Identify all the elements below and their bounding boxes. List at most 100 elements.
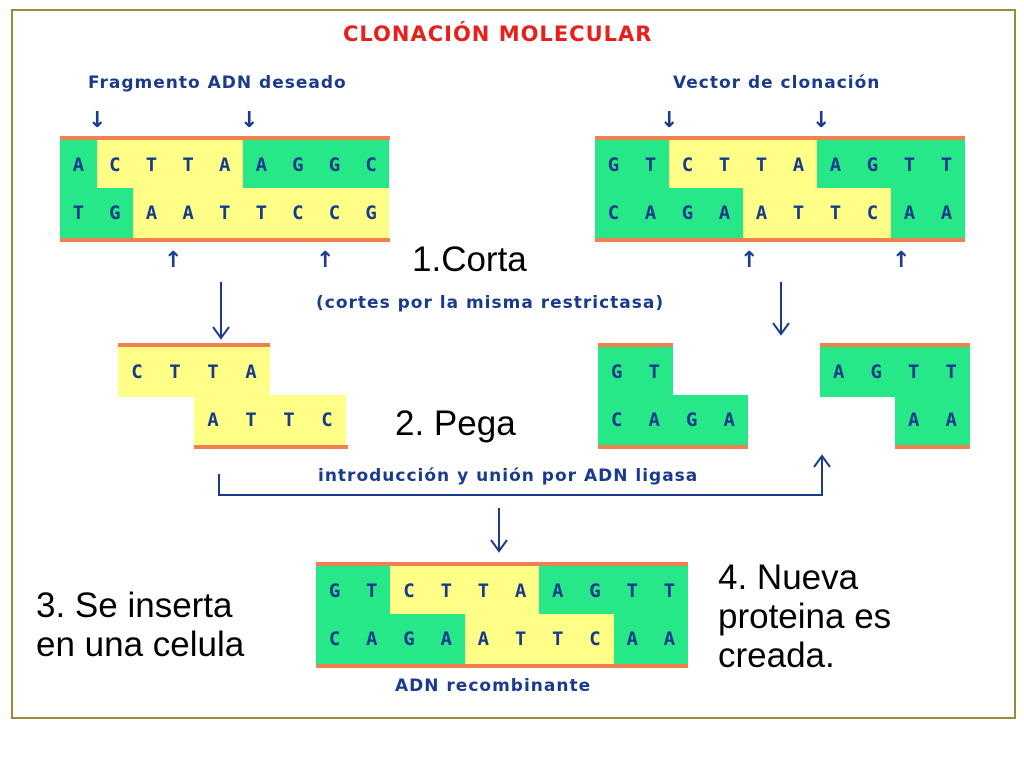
nucleotide-cell: T xyxy=(270,395,308,445)
nucleotide-cell: T xyxy=(635,347,673,397)
nucleotide-cell: A xyxy=(706,188,743,238)
nucleotide-cell: G xyxy=(673,395,711,445)
nucleotide-cell: A xyxy=(133,188,170,238)
nucleotide-cell: G xyxy=(316,566,354,616)
nucleotide-cell: T xyxy=(706,140,743,190)
nucleotide-cell: T xyxy=(932,347,970,397)
cut-site-arrow-down-icon: ↓ xyxy=(88,108,107,133)
nucleotide-cell: T xyxy=(169,140,207,190)
step-4-line-3: creada. xyxy=(718,636,835,675)
nucleotide-cell: T xyxy=(194,347,232,397)
nucleotide-cell: T xyxy=(243,188,280,238)
nucleotide-cell: A xyxy=(743,188,780,238)
nucleotide-cell: A xyxy=(353,614,391,664)
nucleotide-cell: G xyxy=(279,140,317,190)
fragment-label: Fragmento ADN deseado xyxy=(88,73,347,93)
cut-note: (cortes por la misma restrictasa) xyxy=(316,293,665,313)
nucleotide-cell: C xyxy=(316,188,353,238)
nucleotide-cell: A xyxy=(817,140,854,190)
nucleotide-cell: T xyxy=(632,140,669,190)
nucleotide-cell: C xyxy=(854,188,891,238)
nucleotide-cell: A xyxy=(780,140,817,190)
cut-site-arrow-up-icon: ↑ xyxy=(892,248,911,273)
nucleotide-cell: A xyxy=(539,566,577,616)
nucleotide-cell: T xyxy=(353,566,391,616)
nucleotide-cell: A xyxy=(635,395,673,445)
cut-site-arrow-down-icon: ↓ xyxy=(812,108,831,133)
nucleotide-cell: T xyxy=(928,140,965,190)
step-2-label: 2. Pega xyxy=(395,404,516,443)
step-3-label: 3. Se inserta en una celula xyxy=(36,586,244,664)
nucleotide-cell: T xyxy=(817,188,854,238)
nucleotide-cell: T xyxy=(156,347,194,397)
nucleotide-cell: T xyxy=(650,566,688,616)
nucleotide-cell: A xyxy=(928,188,965,238)
step-3-line-1: 3. Se inserta xyxy=(36,586,233,625)
nucleotide-cell: A xyxy=(206,140,243,190)
step-4-line-1: 4. Nueva xyxy=(718,558,859,597)
nucleotide-cell: C xyxy=(595,188,632,238)
nucleotide-cell: G xyxy=(595,140,632,190)
nucleotide-cell: T xyxy=(60,188,97,238)
cut-site-arrow-down-icon: ↓ xyxy=(240,108,259,133)
nucleotide-cell: T xyxy=(232,395,270,445)
nucleotide-cell: C xyxy=(352,140,390,190)
nucleotide-cell: G xyxy=(96,188,134,238)
nucleotide-cell: C xyxy=(576,614,614,664)
cut-site-arrow-up-icon: ↑ xyxy=(316,248,335,273)
vector-label: Vector de clonación xyxy=(673,73,881,93)
cut-site-arrow-down-icon: ↓ xyxy=(660,108,679,133)
nucleotide-cell: G xyxy=(669,188,706,238)
nucleotide-cell: C xyxy=(669,140,706,190)
nucleotide-cell: A xyxy=(169,188,207,238)
nucleotide-cell: G xyxy=(854,140,891,190)
nucleotide-cell: C xyxy=(279,188,317,238)
step-4-label: 4. Nueva proteina es creada. xyxy=(718,558,891,675)
nucleotide-cell: T xyxy=(206,188,243,238)
nucleotide-cell: T xyxy=(502,614,540,664)
nucleotide-cell: A xyxy=(891,188,928,238)
nucleotide-cell: C xyxy=(118,347,156,397)
nucleotide-cell: T xyxy=(464,566,502,616)
nucleotide-cell: A xyxy=(427,614,465,664)
nucleotide-cell: T xyxy=(427,566,465,616)
nucleotide-cell: A xyxy=(932,395,970,445)
nucleotide-cell: A xyxy=(820,347,858,397)
cut-site-arrow-up-icon: ↑ xyxy=(164,248,183,273)
recombinant-label: ADN recombinante xyxy=(395,676,592,696)
nucleotide-cell: A xyxy=(243,140,280,190)
nucleotide-cell: A xyxy=(650,614,688,664)
nucleotide-cell: A xyxy=(710,395,748,445)
nucleotide-cell: T xyxy=(891,140,928,190)
nucleotide-cell: T xyxy=(743,140,780,190)
nucleotide-cell: A xyxy=(232,347,270,397)
nucleotide-cell: G xyxy=(598,347,636,397)
diagram-title: CLONACIÓN MOLECULAR xyxy=(343,22,653,46)
nucleotide-cell: A xyxy=(194,395,232,445)
nucleotide-cell: A xyxy=(60,140,97,190)
nucleotide-cell: G xyxy=(390,614,428,664)
nucleotide-cell: T xyxy=(133,140,170,190)
nucleotide-cell: T xyxy=(613,566,651,616)
nucleotide-cell: A xyxy=(895,395,933,445)
nucleotide-cell: A xyxy=(613,614,651,664)
nucleotide-cell: C xyxy=(598,395,636,445)
nucleotide-cell: T xyxy=(539,614,577,664)
nucleotide-cell: C xyxy=(316,614,354,664)
ligase-note: introducción y unión por ADN ligasa xyxy=(318,466,699,486)
nucleotide-cell: T xyxy=(780,188,817,238)
nucleotide-cell: C xyxy=(308,395,346,445)
nucleotide-cell: T xyxy=(895,347,933,397)
step-1-label: 1.Corta xyxy=(412,240,527,279)
nucleotide-cell: A xyxy=(464,614,502,664)
nucleotide-cell: G xyxy=(576,566,614,616)
nucleotide-cell: G xyxy=(316,140,353,190)
step-3-line-2: en una celula xyxy=(36,625,245,664)
